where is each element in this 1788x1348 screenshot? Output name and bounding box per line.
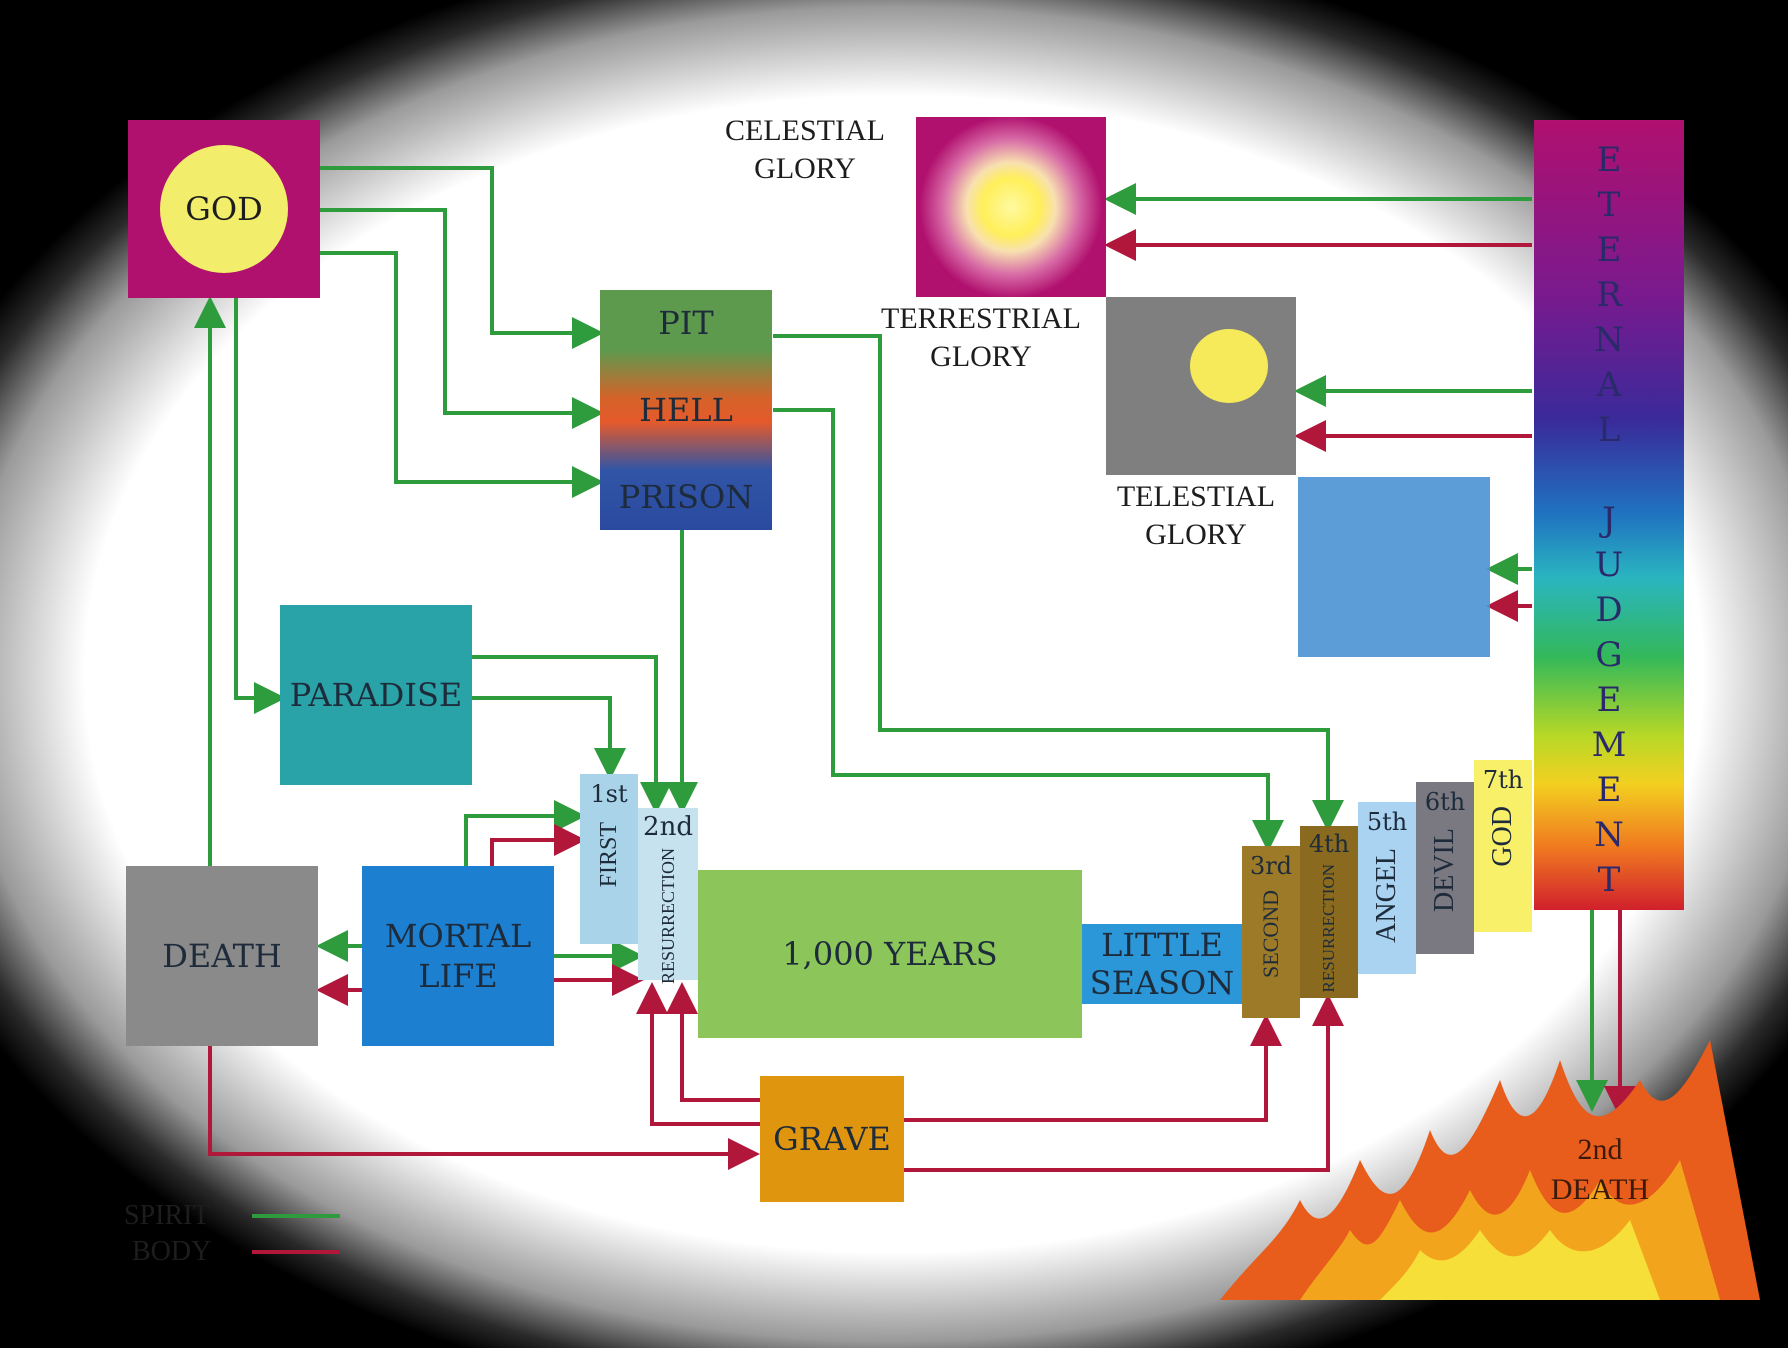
ej-letter: D — [1595, 590, 1623, 630]
terrestrial-line2: GLORY — [930, 340, 1032, 373]
legend-spirit-label: SPIRIT — [124, 1200, 210, 1231]
god-label: GOD — [185, 190, 263, 228]
mortal-life-line2: LIFE — [418, 957, 498, 995]
thousand-years-box: 1,000 YEARS — [698, 870, 1082, 1038]
telestial-glory-box — [1298, 477, 1490, 657]
paradise-box: PARADISE — [280, 605, 472, 785]
little-season-line1: LITTLE — [1101, 926, 1223, 964]
pit-to-fourth-res-line — [773, 334, 1344, 832]
grave-to-second-res-line — [666, 982, 766, 1102]
pit-label: PIT — [658, 304, 714, 342]
sixth-devil-box: 6th DEVIL — [1416, 782, 1474, 954]
thousand-years-label: 1,000 YEARS — [782, 935, 998, 973]
grave-to-third-res-line — [902, 1014, 1282, 1122]
prison-label: PRISON — [618, 478, 754, 516]
seventh-god-box: 7th GOD — [1474, 760, 1532, 932]
sixth-number: 6th — [1424, 788, 1466, 816]
grave-to-first-res-line — [636, 982, 766, 1126]
celestial-glory-label: CELESTIAL GLORY — [700, 112, 910, 188]
little-season-box: LITTLE SEASON — [1082, 924, 1242, 1004]
ej-letter: E — [1596, 140, 1622, 180]
celestial-line2: GLORY — [754, 152, 856, 185]
third-resurrection-box: 3rd SECOND — [1242, 846, 1300, 1018]
grave-to-fourth-res-line — [902, 994, 1344, 1172]
little-season-line2: SEASON — [1089, 964, 1235, 1002]
third-res-label: SECOND — [1258, 890, 1283, 979]
grave-label: GRAVE — [773, 1120, 891, 1158]
flames-graphic — [1220, 1040, 1760, 1300]
mortal-life-box: MORTAL LIFE — [362, 866, 554, 1046]
god-circle: GOD — [160, 145, 288, 273]
ej-letter: J — [1602, 500, 1616, 540]
death-label: DEATH — [162, 937, 282, 975]
mortal-to-first-res-spirit — [464, 800, 586, 866]
second-death-line1: 2nd — [1577, 1133, 1623, 1166]
hell-label: HELL — [639, 391, 733, 429]
death-to-grave-line — [208, 1046, 760, 1170]
ej-letter: R — [1596, 275, 1622, 315]
paradise-to-second-res-line — [472, 655, 672, 814]
paradise-to-first-res-line — [472, 696, 626, 780]
ej-letter: E — [1596, 680, 1622, 720]
ej-letter: T — [1597, 860, 1621, 900]
fourth-res-number: 4th — [1308, 830, 1350, 858]
celestial-line1: CELESTIAL — [725, 114, 885, 147]
fifth-label: ANGEL — [1371, 848, 1402, 943]
paradise-label: PARADISE — [289, 676, 463, 714]
god-to-hell-line — [320, 208, 604, 429]
legend-body-label: BODY — [132, 1236, 212, 1267]
god-box: GOD — [128, 120, 320, 298]
seventh-label: GOD — [1487, 806, 1518, 867]
terrestrial-line1: TERRESTRIAL — [881, 302, 1081, 335]
second-death-line2: DEATH — [1550, 1173, 1650, 1206]
ej-letter: G — [1595, 635, 1623, 675]
ej-letter: M — [1591, 725, 1627, 765]
god-to-pit-line — [320, 166, 604, 349]
ej-letter: N — [1594, 815, 1624, 855]
fourth-res-label: RESURRECTION — [1319, 864, 1338, 993]
first-res-label: FIRST — [595, 822, 622, 888]
ej-letter: L — [1597, 410, 1621, 450]
mortal-to-first-res-body — [490, 824, 586, 866]
pit-hell-prison-box: PIT HELL PRISON — [600, 290, 772, 530]
eternal-judgement-bar: E T E R N A L J U D G E M E N T — [1534, 120, 1684, 910]
telestial-glory-label: TELESTIAL GLORY — [1096, 478, 1296, 554]
hell-to-third-res-line — [773, 408, 1284, 852]
terrestrial-moon-icon — [1190, 329, 1268, 403]
grave-box: GRAVE — [760, 1076, 904, 1202]
terrestrial-glory-box — [1106, 297, 1296, 475]
second-resurrection-box: 2nd RESURRECTION — [638, 808, 698, 984]
god-to-prison-line — [320, 251, 604, 498]
ej-letter: T — [1597, 185, 1621, 225]
death-box: DEATH — [126, 866, 318, 1046]
telestial-line2: GLORY — [1145, 518, 1247, 551]
ej-letter: U — [1594, 545, 1624, 585]
fifth-number: 5th — [1366, 808, 1408, 836]
fifth-angel-box: 5th ANGEL — [1358, 802, 1416, 974]
telestial-line1: TELESTIAL — [1116, 480, 1276, 513]
ej-letter: A — [1596, 365, 1622, 405]
second-res-label: RESURRECTION — [657, 848, 678, 985]
third-res-number: 3rd — [1249, 852, 1293, 880]
fourth-resurrection-box: 4th RESURRECTION — [1300, 826, 1358, 998]
mortal-life-line1: MORTAL — [384, 917, 532, 955]
second-res-number: 2nd — [643, 812, 693, 842]
terrestrial-glory-label: TERRESTRIAL GLORY — [858, 300, 1104, 376]
ej-letter: E — [1596, 230, 1622, 270]
god-to-paradise-line — [234, 298, 286, 714]
celestial-glory-box — [916, 117, 1106, 297]
first-resurrection-box: 1st FIRST — [580, 774, 638, 944]
ej-letter: N — [1594, 320, 1624, 360]
second-death-label: 2nd DEATH — [1520, 1130, 1680, 1210]
first-res-number: 1st — [590, 780, 628, 808]
seventh-number: 7th — [1482, 766, 1524, 794]
ej-letter: E — [1596, 770, 1622, 810]
sixth-label: DEVIL — [1429, 828, 1460, 912]
